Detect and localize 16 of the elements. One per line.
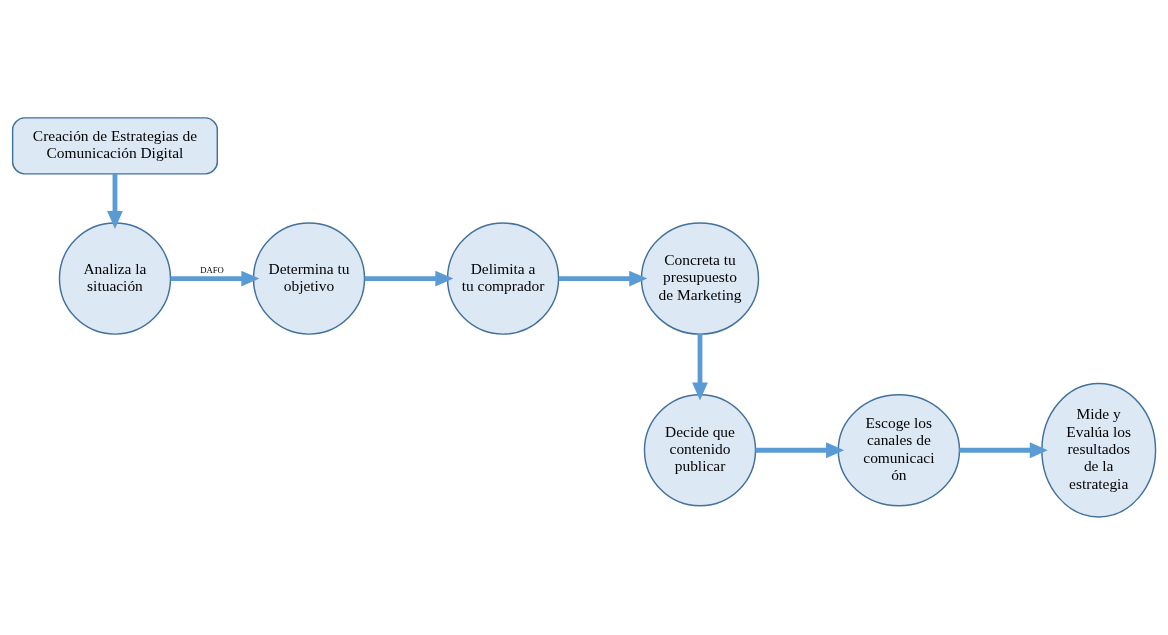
arrow: [364, 270, 454, 287]
arrow: [692, 334, 708, 401]
node-circle: Escoge los canales de comunicaci ón: [837, 394, 961, 507]
node-circle: Decide que contenido publicar: [643, 394, 757, 507]
arrow: [170, 270, 260, 287]
arrow: [755, 442, 845, 459]
node-circle: Analiza la situación: [58, 222, 172, 335]
node-circle: Delimita a tu comprador: [446, 222, 560, 335]
node-circle: Determina tu objetivo: [252, 222, 366, 335]
arrow: [558, 270, 648, 287]
node-ellipse: Mide y Evalúa los resultados de la estrategia: [1041, 382, 1157, 518]
node-box: Creación de Estrategias de Comunicación Digital: [11, 117, 219, 175]
arrow: [959, 442, 1048, 459]
node-circle: Concreta tu presupuesto de Marketing: [640, 222, 760, 335]
arrow: [107, 173, 123, 230]
edge-label: DAFO: [200, 265, 224, 275]
